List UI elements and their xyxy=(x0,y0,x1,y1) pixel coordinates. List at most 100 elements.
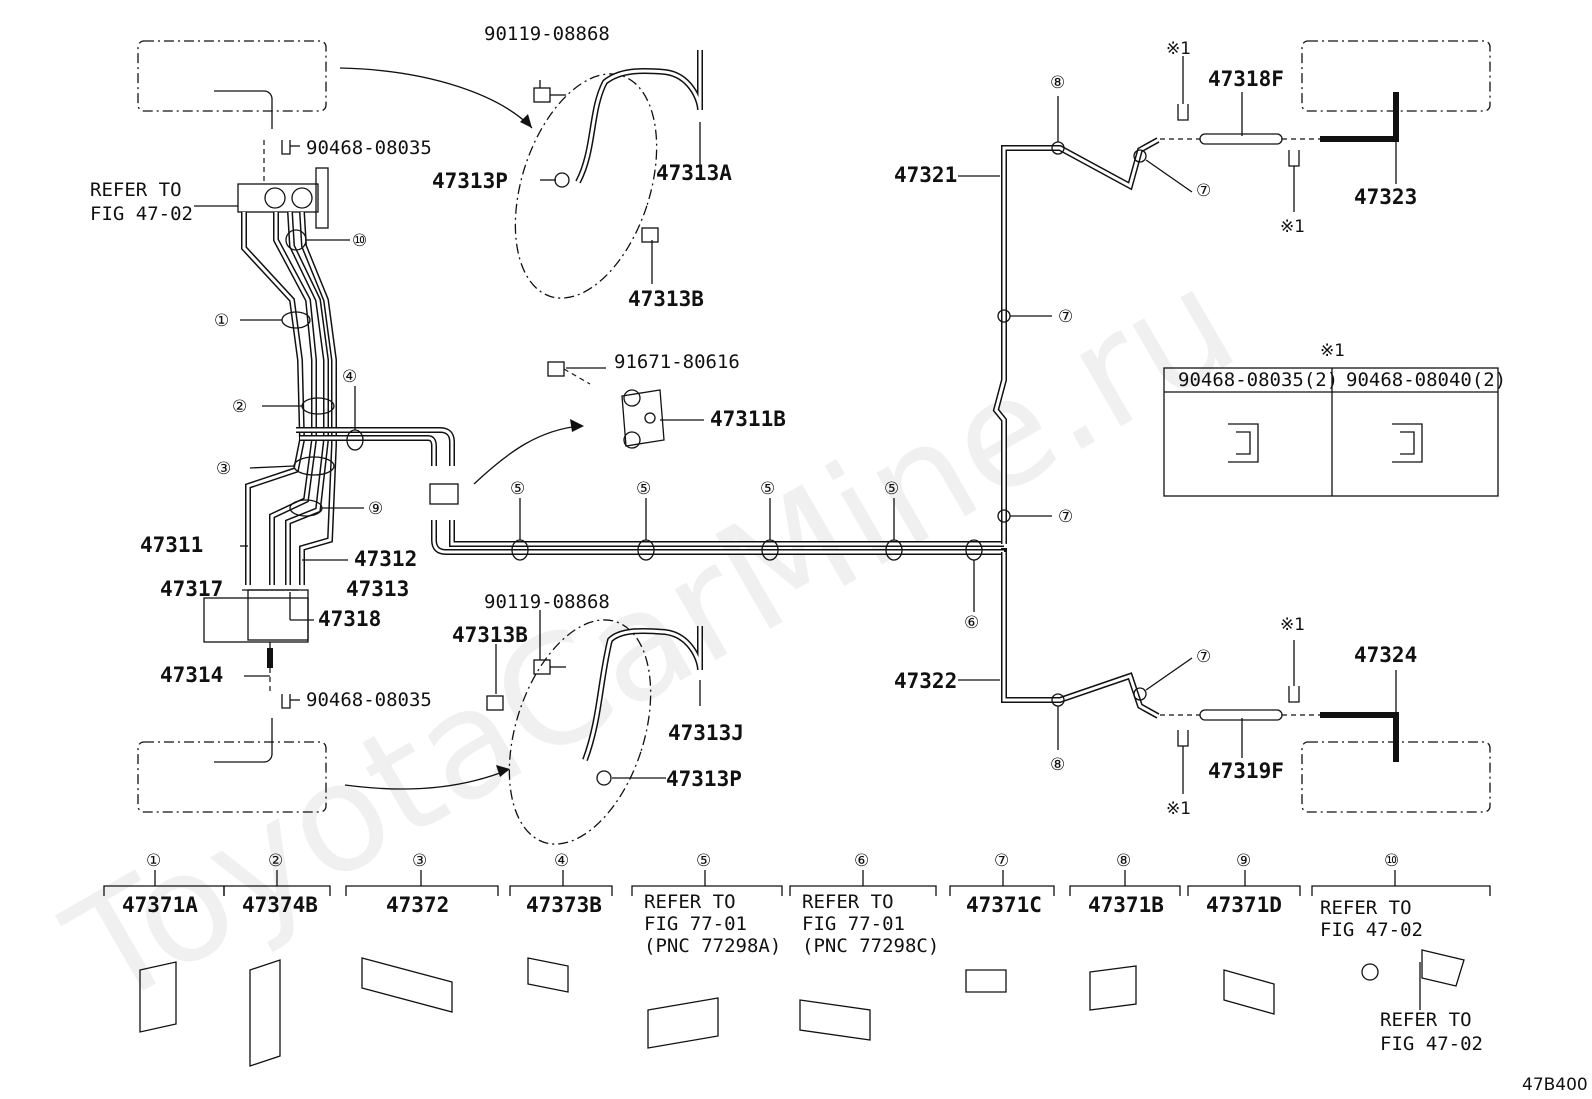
arrow-head xyxy=(520,114,532,128)
label-90119-08868-top: 90119-08868 xyxy=(484,23,610,45)
label-47313A: 47313A xyxy=(656,161,732,185)
labels: 90119-08868 90468-08035 REFER TO FIG 47-… xyxy=(90,23,1588,1095)
label-47313P-bottom: 47313P xyxy=(666,767,742,791)
legend-refer-6-2: FIG 77-01 xyxy=(802,913,905,935)
note-mark-table: ※1 xyxy=(1320,341,1345,361)
hose-47319F xyxy=(1199,709,1283,721)
bolt-icon xyxy=(486,695,504,711)
pipe-bundle xyxy=(241,211,455,668)
legend-mark-9: ⑨ xyxy=(1236,851,1251,871)
legend-refer-6-3: (PNC 77298C) xyxy=(802,935,939,957)
pipe-47323 xyxy=(1320,92,1399,142)
bolt-icon xyxy=(533,87,566,103)
callout-3: ③ xyxy=(216,459,231,479)
legend-part-7: 47371C xyxy=(966,893,1042,917)
label-47313: 47313 xyxy=(346,577,409,601)
callout-9: ⑨ xyxy=(368,499,383,519)
label-47311: 47311 xyxy=(140,533,203,557)
callout-6: ⑥ xyxy=(964,613,979,633)
wheel-pipe-bottom xyxy=(214,718,273,763)
label-91671-80616: 91671-80616 xyxy=(614,351,740,373)
callout-7-bottom: ⑦ xyxy=(1196,647,1211,667)
legend-mark-8: ⑧ xyxy=(1116,851,1131,871)
legend-mark-6: ⑥ xyxy=(854,851,869,871)
label-47321: 47321 xyxy=(894,163,957,187)
arrow-head xyxy=(496,765,510,777)
callout-5b: ⑤ xyxy=(636,479,651,499)
clip-table xyxy=(1163,367,1499,497)
bolt-icon xyxy=(547,361,591,385)
arrow-to-front-hose xyxy=(339,67,533,129)
legend-refer-bottom-2: FIG 47-02 xyxy=(1380,1033,1483,1055)
clip-sketches xyxy=(139,949,1465,1067)
bolt-icon xyxy=(641,227,659,243)
label-90119-08868-bottom: 90119-08868 xyxy=(484,591,610,613)
clip-u-icon xyxy=(1228,423,1259,463)
arrow-to-47311B xyxy=(473,425,581,485)
legend-refer-5-3: (PNC 77298A) xyxy=(644,935,781,957)
legend-mark-2: ② xyxy=(268,851,283,871)
main-rear-pipe xyxy=(431,520,1007,555)
rear-hose-circle xyxy=(508,619,652,845)
legend-refer-bottom-1: REFER TO xyxy=(1380,1009,1472,1031)
label-47311B: 47311B xyxy=(710,407,786,431)
label-47313J: 47313J xyxy=(668,721,744,745)
joint-block xyxy=(429,483,459,505)
label-47312: 47312 xyxy=(354,547,417,571)
arrow-to-rear-hose xyxy=(344,769,509,790)
note-mark-2: ※1 xyxy=(1280,217,1305,237)
legend-part-9: 47371D xyxy=(1206,893,1282,917)
legend-part-1: 47371A xyxy=(122,893,198,917)
wheel-pipe-top xyxy=(214,90,273,129)
callout-1: ① xyxy=(214,311,229,331)
callout-10: ⑩ xyxy=(352,231,367,251)
rear-left-wheel-outline xyxy=(137,741,327,813)
legend-mark-7: ⑦ xyxy=(994,851,1009,871)
note-mark-3: ※1 xyxy=(1280,615,1305,635)
callout-8-top: ⑧ xyxy=(1050,73,1065,93)
callout-markers xyxy=(194,80,1397,779)
washer-icon xyxy=(596,770,612,786)
hose-47318F xyxy=(1199,133,1283,145)
clip-table-header-right: 90468-08040(2) xyxy=(1346,369,1506,391)
legend-row: ① 47371A ② 47374B ③ 47372 ④ 47373B ⑤ REF… xyxy=(122,851,1483,1055)
legend-part-3: 47372 xyxy=(386,893,449,917)
label-47322: 47322 xyxy=(894,669,957,693)
bolt-icon xyxy=(533,659,566,675)
callout-numerals: ① ② ③ ④ ⑨ ⑩ ⑤ ⑤ ⑤ ⑤ ⑥ ⑧ ⑦ ⑦ ⑦ ⑦ ⑧ xyxy=(214,73,1211,775)
label-47324: 47324 xyxy=(1354,643,1417,667)
legend-mark-4: ④ xyxy=(554,851,569,871)
callout-4: ④ xyxy=(342,367,357,387)
legend-refer-10-1: REFER TO xyxy=(1320,897,1412,919)
note-mark-1: ※1 xyxy=(1166,39,1191,59)
label-90468-08035-top: 90468-08035 xyxy=(306,137,432,159)
label-47318: 47318 xyxy=(318,607,381,631)
callout-7-mid2: ⑦ xyxy=(1058,507,1073,527)
legend-mark-5: ⑤ xyxy=(696,851,711,871)
clip-u-icon xyxy=(1392,423,1423,463)
front-hose-circle xyxy=(514,73,658,299)
clip-note-icons xyxy=(281,56,1300,794)
label-47313P-top: 47313P xyxy=(432,169,508,193)
bracket-47311B-icon xyxy=(621,389,665,449)
callout-8-bottom: ⑧ xyxy=(1050,755,1065,775)
front-left-wheel-outline xyxy=(137,40,327,112)
ref-code: 47B400 xyxy=(1522,1075,1588,1095)
right-pipes xyxy=(992,137,1160,719)
clip-table-header-left: 90468-08035(2) xyxy=(1178,369,1338,391)
washer-icon xyxy=(554,172,570,188)
label-47313B-bottom: 47313B xyxy=(452,623,528,647)
callout-2: ② xyxy=(232,397,247,417)
legend-mark-10: ⑩ xyxy=(1384,851,1399,871)
label-refer-top-2: FIG 47-02 xyxy=(90,203,193,225)
note-mark-4: ※1 xyxy=(1166,799,1191,819)
callout-5a: ⑤ xyxy=(510,479,525,499)
legend-part-2: 47374B xyxy=(242,893,318,917)
legend-part-4: 47373B xyxy=(526,893,602,917)
callout-7-mid1: ⑦ xyxy=(1058,307,1073,327)
arrow-head xyxy=(570,419,584,432)
callout-7-top: ⑦ xyxy=(1196,181,1211,201)
label-47319F: 47319F xyxy=(1208,759,1284,783)
legend-refer-5-1: REFER TO xyxy=(644,891,736,913)
